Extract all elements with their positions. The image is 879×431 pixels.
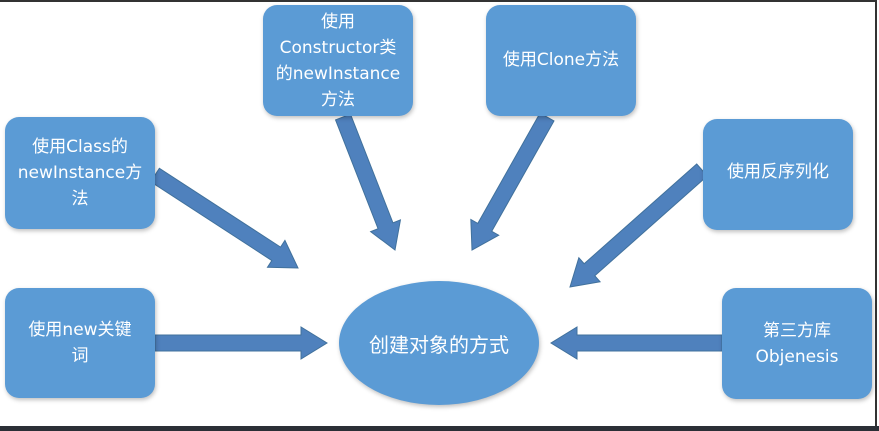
- bottom-strip: [0, 426, 879, 431]
- box-text-line: 使用Class的: [32, 137, 128, 157]
- arrow-new-icon: [154, 326, 328, 360]
- method-box-new-keyword: 使用new关键 词: [5, 288, 155, 398]
- arrow-objenesis-icon: [550, 326, 723, 360]
- box-text-line: 使用: [321, 11, 355, 32]
- arrow-clone-icon: [470, 112, 555, 251]
- box-text-line: 使用new关键: [28, 320, 132, 340]
- box-text-line: 使用反序列化: [727, 162, 829, 182]
- method-box-class-newinstance: 使用Class的 newInstance方 法: [5, 117, 155, 229]
- method-box-constructor-newinstance: 使用 Constructor类 的newInstance 方法: [263, 5, 413, 116]
- method-box-objenesis: 第三方库 Objenesis: [722, 288, 872, 399]
- box-text-line: 方法: [321, 89, 355, 110]
- method-box-deserialization: 使用反序列化: [703, 119, 853, 230]
- method-box-clone: 使用Clone方法: [486, 5, 636, 116]
- center-ellipse: 创建对象的方式: [339, 281, 539, 405]
- box-text-line: newInstance方: [17, 163, 143, 183]
- arrow-constructor-icon: [334, 113, 402, 251]
- box-text-line: 的newInstance: [275, 63, 401, 84]
- box-text-line: 第三方库: [763, 320, 831, 341]
- box-text-line: Constructor类: [279, 37, 397, 58]
- box-text-line: 词: [71, 346, 89, 366]
- center-label: 创建对象的方式: [369, 332, 509, 357]
- box-text-line: Objenesis: [755, 346, 839, 367]
- box-text-line: 使用Clone方法: [502, 50, 620, 70]
- arrow-class-icon: [149, 167, 299, 269]
- box-text-line: 法: [71, 189, 89, 209]
- arrow-deserialization-icon: [569, 163, 709, 288]
